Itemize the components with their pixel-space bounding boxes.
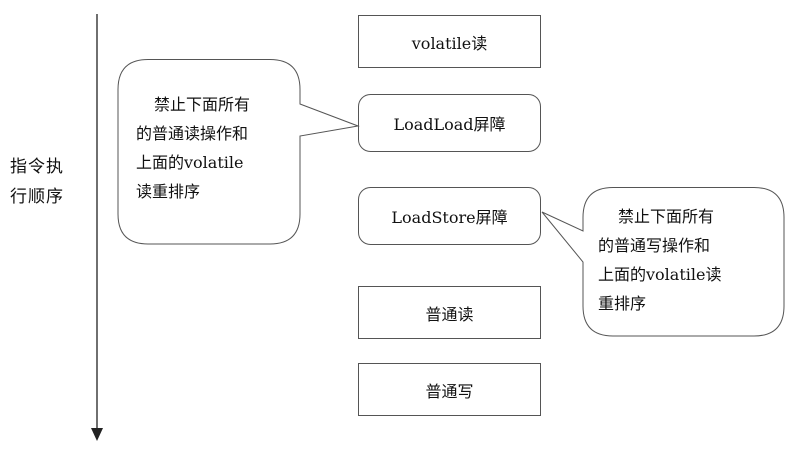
callout-bubble-loadload	[117, 59, 360, 245]
step-box-loadload-barrier	[358, 94, 541, 152]
step-box-loadstore-barrier	[358, 187, 541, 245]
execution-order-label: 指令执 行顺序	[10, 157, 64, 207]
step-box-normal-write	[358, 363, 541, 416]
step-box-volatile-read	[358, 15, 541, 68]
step-box-normal-read	[358, 286, 541, 339]
axis-arrowhead	[91, 428, 103, 441]
step-label-loadload-barrier: LoadLoad屏障	[393, 115, 506, 134]
callout-text-loadstore: 禁止下面所有 的普通写操作和 上面的volatile读 重排序	[598, 207, 722, 313]
step-label-normal-read: 普通读	[425, 304, 474, 324]
callout-text-loadload: 禁止下面所有 的普通读操作和 上面的volatile 读重排序	[136, 95, 251, 201]
step-label-volatile-read: volatile读	[411, 33, 488, 53]
callout-bubble-loadstore	[541, 187, 785, 337]
step-label-loadstore-barrier: LoadStore屏障	[391, 208, 508, 227]
step-label-normal-write: 普通写	[425, 381, 474, 401]
